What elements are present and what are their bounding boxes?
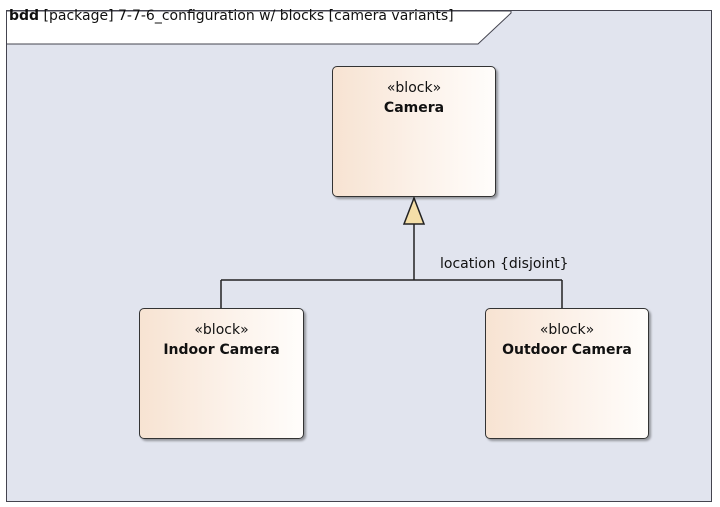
block-stereotype: «block» [386,80,442,96]
generalization-arrowhead [402,195,426,225]
frame-kind: bdd [9,8,40,24]
block-stereotype: «block» [194,322,249,338]
frame-title: bdd [package] 7-7-6_configuration w/ blo… [9,7,454,25]
frame-title-text: [package] 7-7-6_configuration w/ blocks … [43,8,454,24]
block-stereotype: «block» [539,322,595,338]
frame-header-tab [7,10,512,45]
block-indoor-camera[interactable]: «block» Indoor Camera [139,308,304,439]
block-name: Outdoor Camera [502,342,632,358]
generalization-set-label: location {disjoint} [440,256,569,272]
block-camera[interactable]: «block» Camera [332,66,496,197]
block-outdoor-camera[interactable]: «block» Outdoor Camera [485,308,649,439]
block-name: Indoor Camera [163,342,280,358]
block-name: Camera [383,100,445,116]
